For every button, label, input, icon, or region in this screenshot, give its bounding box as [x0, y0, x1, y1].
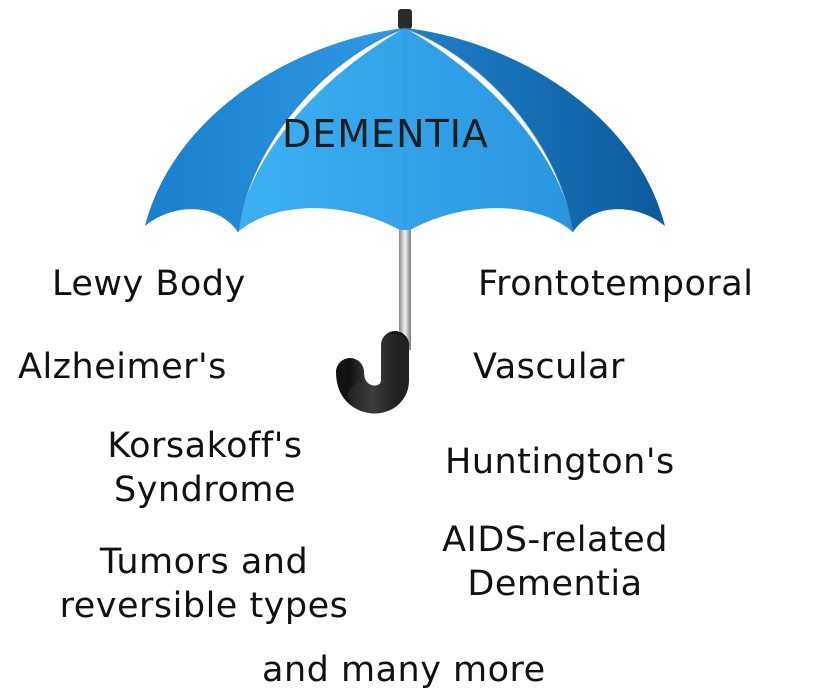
umbrella-shaft — [399, 230, 411, 350]
type-tumors-line2: reversible types — [24, 584, 384, 628]
type-lewy-body: Lewy Body — [52, 262, 246, 306]
type-frontotemporal: Frontotemporal — [478, 262, 753, 306]
type-aids: AIDS-related Dementia — [405, 518, 705, 606]
type-alzheimers: Alzheimer's — [18, 345, 227, 389]
type-tumors-line1: Tumors and — [24, 540, 384, 584]
type-korsakoff-line2: Syndrome — [75, 468, 335, 512]
umbrella-title: DEMENTIA — [282, 112, 489, 156]
type-and-many-more: and many more — [262, 648, 546, 692]
type-huntingtons: Huntington's — [445, 440, 675, 484]
type-tumors: Tumors and reversible types — [24, 540, 384, 628]
type-korsakoff-line1: Korsakoff's — [75, 424, 335, 468]
type-vascular: Vascular — [473, 345, 625, 389]
type-aids-line2: Dementia — [405, 562, 705, 606]
type-aids-line1: AIDS-related — [405, 518, 705, 562]
umbrella-tip — [398, 9, 412, 29]
type-korsakoff: Korsakoff's Syndrome — [75, 424, 335, 512]
